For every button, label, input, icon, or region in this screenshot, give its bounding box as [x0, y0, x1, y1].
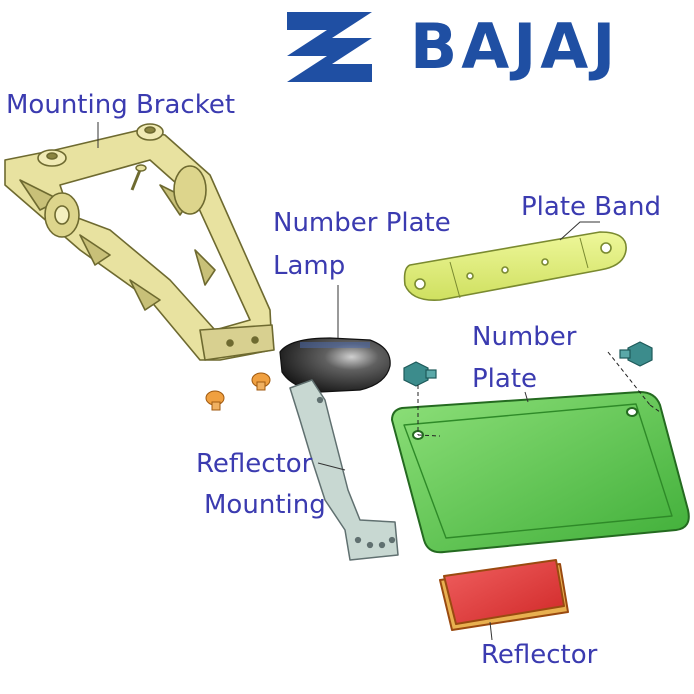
bajaj-logo-icon — [287, 12, 372, 82]
label-mounting-bracket: Mounting Bracket — [6, 90, 236, 120]
label-number-plate-lamp-line2: Lamp — [273, 251, 346, 281]
label-reflector-mounting-line1: Reflector — [196, 449, 313, 479]
label-reflector: Reflector — [481, 640, 598, 670]
label-number-plate-line2: Plate — [472, 364, 538, 394]
nut-right-icon — [251, 372, 271, 391]
bracket-bolt-icon — [130, 164, 147, 191]
label-number-plate-line1: Number — [472, 322, 577, 352]
brand-wordmark: BAJAJ — [410, 10, 620, 83]
plate-bolt-right-icon — [619, 341, 653, 367]
label-number-plate-lamp-line1: Number Plate — [273, 208, 451, 238]
number-plate-part — [391, 391, 690, 554]
number-plate-lamp-part — [279, 337, 391, 393]
reflector-mounting-leader — [317, 462, 346, 471]
reflector-mounting-part — [289, 379, 399, 561]
plate-bolt-left-icon — [403, 361, 437, 387]
number-plate-dashed-guides — [417, 351, 661, 437]
number-plate-leader — [524, 391, 529, 403]
reflector-part — [439, 559, 569, 631]
mounting-bracket-part — [4, 123, 275, 361]
label-plate-band: Plate Band — [521, 192, 662, 222]
plate-band-part — [403, 231, 627, 302]
reflector-leader — [489, 621, 493, 641]
plate-band-leader — [559, 221, 600, 241]
nut-left-icon — [205, 390, 225, 411]
label-reflector-mounting-line2: Mounting — [204, 490, 326, 520]
